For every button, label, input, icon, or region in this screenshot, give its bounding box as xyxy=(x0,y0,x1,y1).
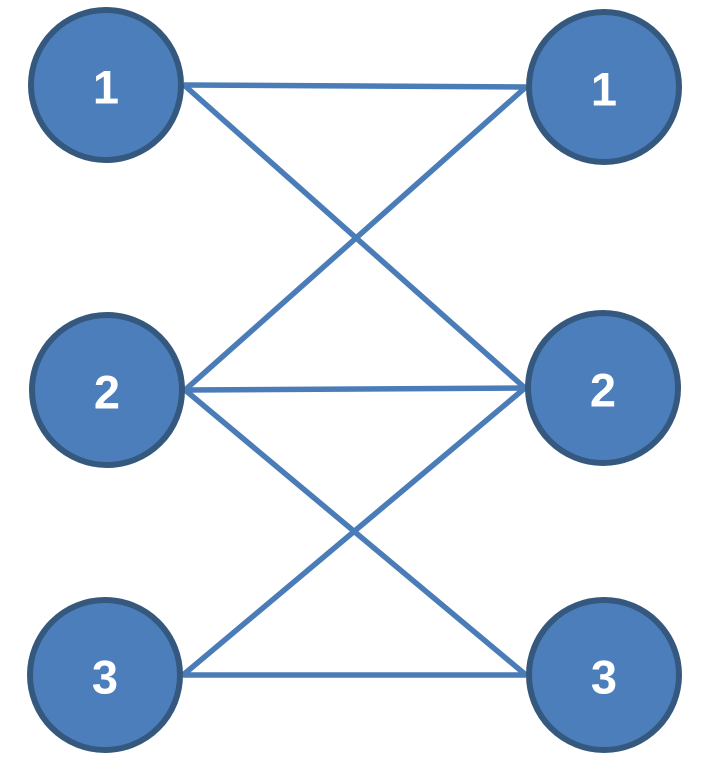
edges-layer xyxy=(181,82,528,678)
edge-L2-R1 xyxy=(183,84,528,393)
node-label: 1 xyxy=(591,63,617,116)
node-right-3: 3 xyxy=(526,597,682,753)
node-circle xyxy=(29,312,185,468)
edge-L1-R1 xyxy=(183,82,527,90)
node-left-1: 1 xyxy=(28,7,184,163)
node-label: 2 xyxy=(94,366,120,419)
node-right-1: 1 xyxy=(526,9,682,165)
node-circle xyxy=(28,7,184,163)
node-left-3: 3 xyxy=(27,597,183,753)
nodes-layer: 1 2 3 1 2 3 xyxy=(27,7,682,753)
node-label: 3 xyxy=(92,651,118,704)
node-label: 1 xyxy=(93,61,119,114)
node-circle xyxy=(27,597,183,753)
node-label: 3 xyxy=(591,651,617,704)
node-circle xyxy=(526,9,682,165)
node-circle xyxy=(526,597,682,753)
node-circle xyxy=(525,310,681,466)
edge-L2-R2 xyxy=(184,385,526,393)
node-label: 2 xyxy=(590,364,616,417)
edge-L3-R2 xyxy=(181,385,527,678)
node-right-2: 2 xyxy=(525,310,681,466)
node-left-2: 2 xyxy=(29,312,185,468)
